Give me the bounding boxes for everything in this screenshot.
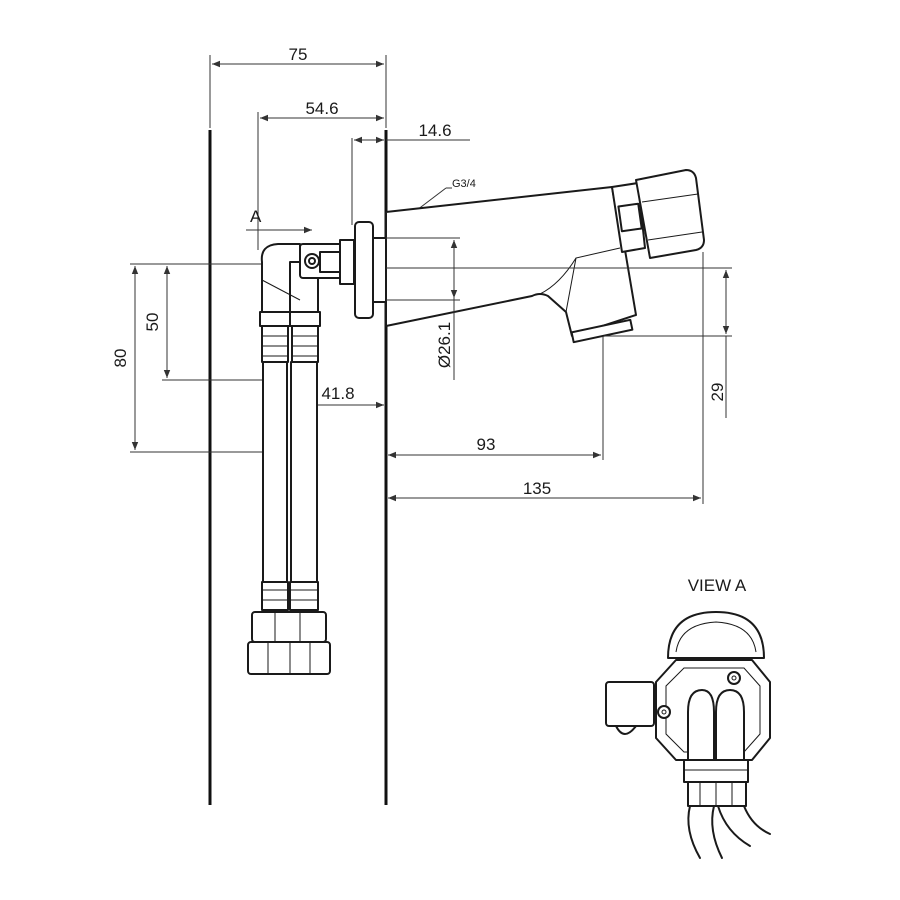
dimension-54-6-label: 54.6 <box>305 99 338 118</box>
dimension-135-label: 135 <box>523 479 551 498</box>
view-a-title: VIEW A <box>688 576 747 595</box>
dimension-93-label: 93 <box>477 435 496 454</box>
dimension-135: 135 <box>388 252 704 504</box>
dimension-54-6: 54.6 <box>257 99 384 250</box>
dimension-14-6: 14.6 <box>351 121 470 225</box>
dimension-93: 93 <box>388 336 604 460</box>
dimension-26-1-label: Ø26.1 <box>435 322 454 368</box>
dimension-41-8-label: 41.8 <box>321 384 354 403</box>
view-a-marker: A <box>246 207 312 234</box>
dimension-29: 29 <box>386 267 732 418</box>
dimension-75: 75 <box>209 45 387 128</box>
flex-hoses <box>247 243 331 675</box>
dimension-14-6-label: 14.6 <box>418 121 451 140</box>
tap-body <box>385 169 705 344</box>
view-a-marker-label: A <box>250 207 262 226</box>
dimension-80-label: 80 <box>111 349 130 368</box>
dimension-diameter-26-1: Ø26.1 <box>386 237 460 380</box>
dimension-75-label: 75 <box>289 45 308 64</box>
thread-label: G3/4 <box>452 178 476 190</box>
dimension-29-label: 29 <box>708 383 727 402</box>
view-a-detail: VIEW A <box>605 576 771 859</box>
dimension-50-label: 50 <box>143 313 162 332</box>
dimension-50: 50 <box>143 266 265 381</box>
